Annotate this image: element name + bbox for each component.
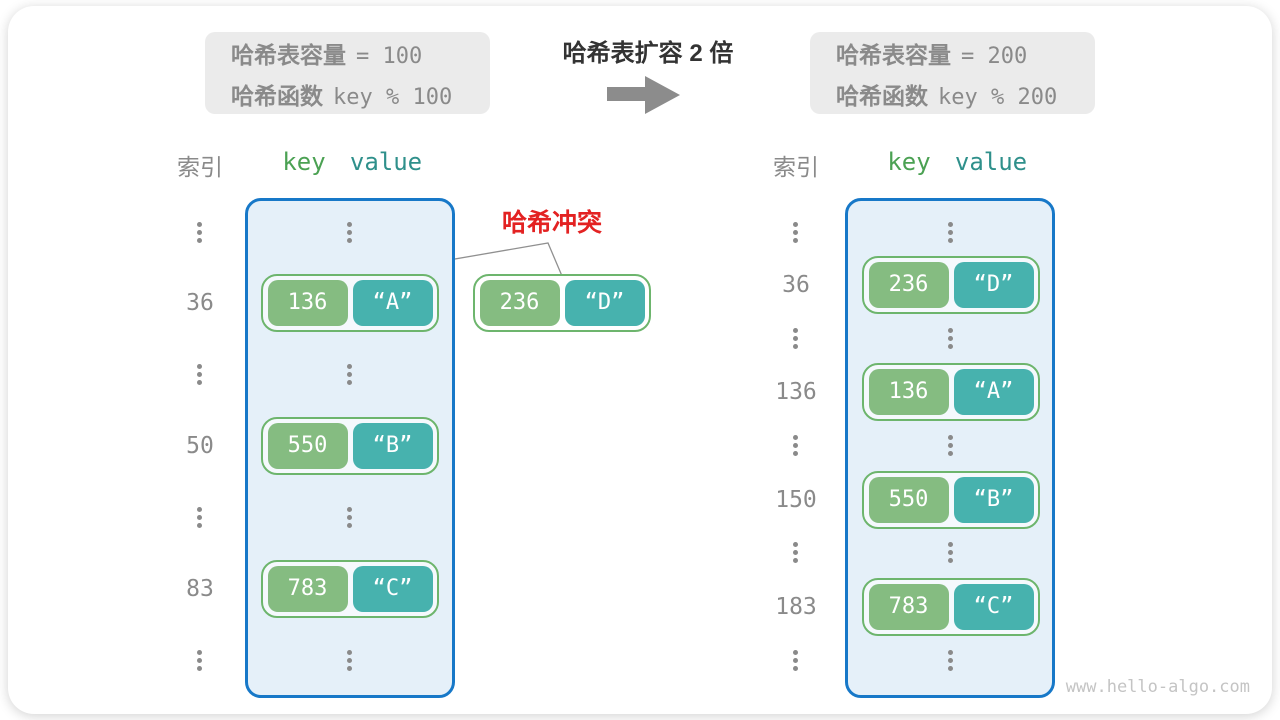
value-cell: “B”	[953, 477, 1034, 523]
pair-136-A: 136 “A”	[862, 363, 1040, 421]
pair-236-D: 236 “D”	[862, 256, 1040, 314]
left-index-0: 36	[186, 290, 214, 316]
ellipsis-icon	[197, 650, 202, 671]
key-cell: 550	[868, 477, 949, 523]
key-cell: 136	[267, 280, 348, 326]
left-index-2: 83	[186, 576, 214, 602]
capacity-label: 哈希表容量	[836, 41, 951, 68]
ellipsis-icon	[948, 542, 953, 563]
ellipsis-icon	[197, 364, 202, 385]
ellipsis-icon	[948, 328, 953, 349]
hashfn-value: key % 200	[938, 84, 1058, 110]
key-cell: 236	[479, 280, 560, 326]
ellipsis-icon	[948, 222, 953, 243]
ellipsis-icon	[948, 435, 953, 456]
capacity-label: 哈希表容量	[231, 41, 346, 68]
left-index-header: 索引	[177, 154, 223, 180]
right-capacity-line: 哈希表容量 = 200	[836, 36, 1095, 70]
value-cell: “A”	[953, 369, 1034, 415]
capacity-value: = 200	[961, 43, 1028, 69]
capacity-value: = 100	[356, 43, 423, 69]
pair-550-B: 550 “B”	[261, 417, 439, 475]
right-index-0: 36	[782, 272, 810, 298]
ellipsis-icon	[347, 222, 352, 243]
figure-card	[8, 6, 1272, 714]
left-hash-info-box: 哈希表容量 = 100 哈希函数 key % 100	[205, 32, 490, 114]
ellipsis-icon	[347, 507, 352, 528]
right-index-2: 150	[775, 487, 817, 513]
pair-783-C: 783 “C”	[862, 578, 1040, 636]
key-cell: 136	[868, 369, 949, 415]
expansion-title: 哈希表扩容 2 倍	[562, 40, 734, 67]
key-cell: 783	[868, 584, 949, 630]
pair-136-A: 136 “A”	[261, 274, 439, 332]
right-index-1: 136	[775, 379, 817, 405]
pair-783-C: 783 “C”	[261, 560, 439, 618]
ellipsis-icon	[793, 328, 798, 349]
ellipsis-icon	[793, 222, 798, 243]
left-key-header: key	[282, 148, 326, 176]
right-hash-info-box: 哈希表容量 = 200 哈希函数 key % 200	[810, 32, 1095, 114]
ellipsis-icon	[197, 222, 202, 243]
hashfn-label: 哈希函数	[836, 82, 928, 109]
right-hashfn-line: 哈希函数 key % 200	[836, 77, 1095, 111]
hashfn-label: 哈希函数	[231, 82, 323, 109]
hash-collision-label: 哈希冲突	[501, 209, 602, 237]
pair-550-B: 550 “B”	[862, 471, 1040, 529]
ellipsis-icon	[347, 650, 352, 671]
left-index-1: 50	[186, 433, 214, 459]
right-key-header: key	[887, 148, 931, 176]
pair-236-D-colliding: 236 “D”	[473, 274, 651, 332]
right-value-header: value	[954, 148, 1028, 176]
ellipsis-icon	[948, 650, 953, 671]
watermark: www.hello-algo.com	[1065, 677, 1250, 697]
ellipsis-icon	[793, 542, 798, 563]
left-hashfn-line: 哈希函数 key % 100	[231, 77, 490, 111]
right-index-header: 索引	[773, 154, 819, 180]
key-cell: 236	[868, 262, 949, 308]
left-value-header: value	[349, 148, 423, 176]
key-cell: 550	[267, 423, 348, 469]
hashfn-value: key % 100	[333, 84, 453, 110]
value-cell: “B”	[352, 423, 433, 469]
value-cell: “C”	[352, 566, 433, 612]
value-cell: “A”	[352, 280, 433, 326]
right-index-3: 183	[775, 594, 817, 620]
value-cell: “C”	[953, 584, 1034, 630]
ellipsis-icon	[793, 435, 798, 456]
ellipsis-icon	[347, 364, 352, 385]
value-cell: “D”	[564, 280, 645, 326]
key-cell: 783	[267, 566, 348, 612]
ellipsis-icon	[793, 650, 798, 671]
ellipsis-icon	[197, 507, 202, 528]
left-capacity-line: 哈希表容量 = 100	[231, 36, 490, 70]
value-cell: “D”	[953, 262, 1034, 308]
